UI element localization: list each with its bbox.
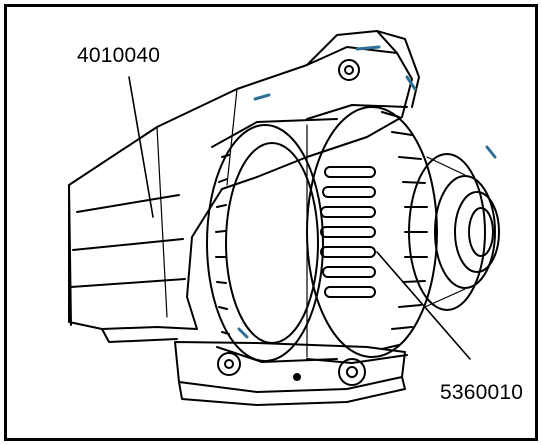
part-number-label-top: 4010040 <box>77 44 161 67</box>
leader-line-bottom <box>376 251 471 360</box>
diagram-frame: 4010040 5360010 <box>4 4 538 441</box>
front-frame <box>306 104 438 364</box>
stator-ring <box>206 118 338 363</box>
leader-line-top <box>128 76 154 218</box>
bottom-mount <box>174 341 406 406</box>
top-mount <box>306 30 420 108</box>
part-number-label-bottom: 5360010 <box>440 381 524 404</box>
alternator-drawing <box>68 30 500 406</box>
pulley <box>408 153 500 311</box>
